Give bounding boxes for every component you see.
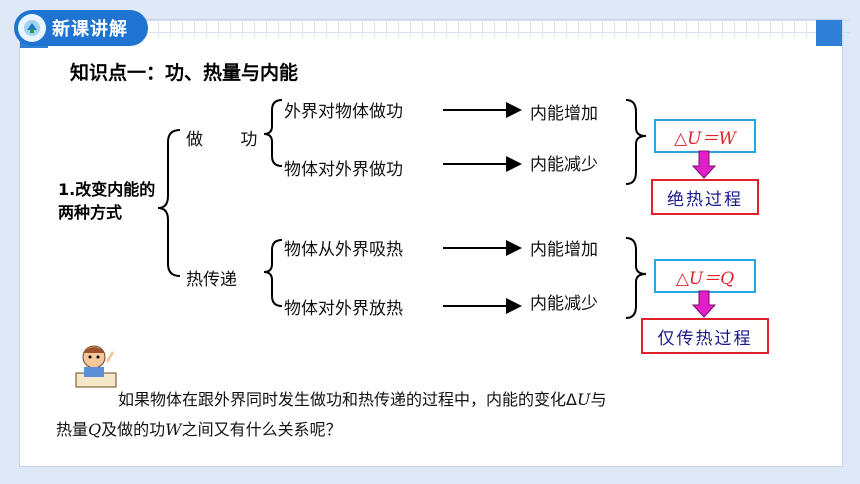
badge-label: 新课讲解 [52,19,128,40]
brace-work [263,99,283,167]
arrow-down-icon [691,290,717,318]
result-work-2: 内能减少 [530,155,598,175]
slide-canvas [19,19,850,467]
branch-label-work: 做 功 [186,130,274,150]
root-label: 1.改变内能的两种方式 [58,180,156,222]
question-text: 如果物体在跟外界同时发生做功和热传递的过程中，内能的变化ΔU与 [118,390,607,409]
brace-heat [263,239,283,307]
question-text-line2: 热量Q及做的功W之间又有什么关系呢？ [56,420,342,439]
brace-right-work [625,99,647,185]
logo-icon [18,14,46,42]
corner-decoration-right [816,20,842,46]
section-badge: 新课讲解 [14,10,148,46]
item-work-2: 物体对外界做功 [284,160,403,180]
label-box-work: 绝热过程 [651,179,759,215]
grid-decoration [50,20,850,37]
brace-root [157,129,181,277]
branch-label-heat: 热传递 [186,270,237,290]
item-work-1: 外界对物体做功 [284,102,403,122]
result-work-1: 内能增加 [530,104,598,124]
item-heat-2: 物体对外界放热 [284,299,403,319]
label-box-heat: 仅传热过程 [641,318,769,354]
result-heat-1: 内能增加 [530,240,598,260]
brace-right-heat [625,237,647,319]
thinking-student-icon [75,345,117,388]
arrow-down-icon [691,150,717,179]
page-title: 知识点一：功、热量与内能 [70,62,299,84]
formula-box-work: △U＝W [654,119,756,153]
item-heat-1: 物体从外界吸热 [284,240,403,260]
result-heat-2: 内能减少 [530,294,598,314]
